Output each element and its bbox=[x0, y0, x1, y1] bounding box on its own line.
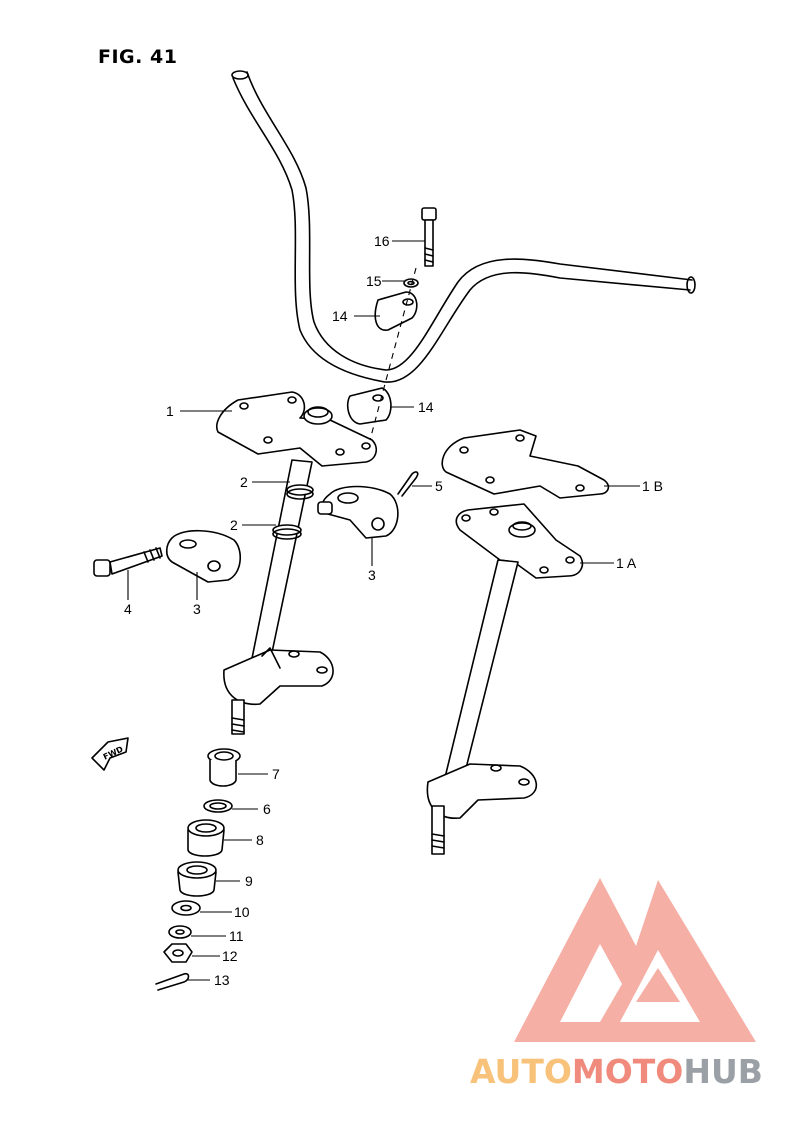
forward-arrow-icon: FWD bbox=[91, 737, 129, 771]
callout-labels: 1 1 A 1 B 2 2 3 3 4 5 6 7 8 9 10 11 12 1… bbox=[124, 233, 663, 988]
bracket-1b bbox=[441, 429, 610, 499]
handlebar bbox=[231, 70, 696, 383]
callout-1b: 1 B bbox=[642, 478, 663, 494]
callout-14-upper: 14 bbox=[332, 308, 348, 324]
bushing-7 bbox=[207, 748, 241, 787]
callout-14-lower: 14 bbox=[418, 399, 434, 415]
callout-3-left: 3 bbox=[193, 601, 201, 617]
holder-14-upper bbox=[374, 291, 418, 331]
callout-1: 1 bbox=[166, 403, 174, 419]
callout-15: 15 bbox=[366, 273, 382, 289]
cotter-pin-5 bbox=[397, 471, 419, 497]
clamp-3-right bbox=[317, 485, 399, 539]
callout-5: 5 bbox=[435, 478, 443, 494]
watermark-part-auto: AUTO bbox=[470, 1052, 572, 1091]
leader-lines bbox=[127, 240, 640, 981]
washer-15 bbox=[403, 278, 419, 288]
bearing-9 bbox=[177, 861, 217, 897]
callout-6: 6 bbox=[263, 801, 271, 817]
nut-12 bbox=[163, 943, 193, 963]
bearing-8 bbox=[187, 819, 225, 857]
callout-11: 11 bbox=[229, 928, 244, 944]
washer-11 bbox=[168, 925, 192, 939]
cotter-pin-13 bbox=[155, 972, 190, 991]
clamp-3-left bbox=[165, 529, 241, 583]
callout-16: 16 bbox=[374, 233, 390, 249]
bolt-4 bbox=[93, 547, 163, 577]
callout-2-lower: 2 bbox=[230, 517, 238, 533]
holder-14-lower bbox=[346, 387, 392, 425]
bolt-16 bbox=[421, 207, 437, 267]
figure-title: FIG. 41 bbox=[98, 46, 178, 68]
steering-shaft-1a bbox=[426, 503, 584, 855]
callout-7: 7 bbox=[272, 766, 280, 782]
assembly-axis-line bbox=[369, 267, 417, 441]
watermark-part-hub: HUB bbox=[683, 1052, 763, 1091]
callout-10: 10 bbox=[234, 904, 250, 920]
callout-2-upper: 2 bbox=[240, 474, 248, 490]
callout-8: 8 bbox=[256, 832, 264, 848]
steering-shaft-assembly bbox=[216, 391, 378, 735]
callout-4: 4 bbox=[124, 601, 132, 617]
callout-12: 12 bbox=[222, 948, 238, 964]
watermark-logo bbox=[514, 878, 756, 1042]
watermark-text: AUTOMOTOHUB bbox=[470, 1052, 763, 1091]
callout-3-right: 3 bbox=[368, 567, 376, 583]
washer-10 bbox=[171, 900, 201, 916]
callout-13: 13 bbox=[214, 972, 230, 988]
callout-9: 9 bbox=[245, 873, 253, 889]
callout-1a: 1 A bbox=[616, 555, 637, 571]
washer-6 bbox=[203, 799, 233, 813]
watermark-part-moto: MOTO bbox=[571, 1052, 684, 1091]
